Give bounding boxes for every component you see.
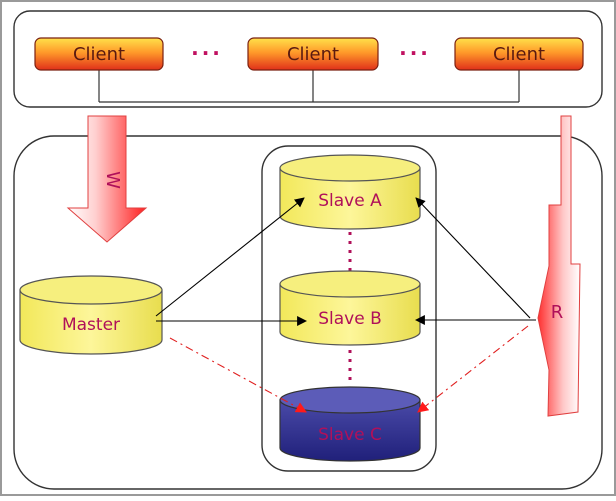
slave-c-database: Slave C: [279, 386, 421, 462]
client-ellipsis-1: ···: [191, 41, 223, 65]
client-box-1: Client: [34, 37, 164, 71]
replication-arrows: [155, 197, 307, 413]
client-box-2: Client: [247, 37, 379, 71]
read-arrow: R: [537, 115, 581, 417]
client-label-1: Client: [73, 44, 125, 65]
master-to-slave-a-arrow: [155, 197, 305, 317]
write-arrow: W: [66, 115, 148, 243]
write-label: W: [102, 171, 123, 189]
slave-b-label: Slave B: [318, 309, 382, 329]
read-label: R: [551, 302, 564, 323]
slave-b-database: Slave B: [279, 270, 421, 346]
client-ellipsis-2: ···: [399, 41, 431, 65]
read-to-slave-c-arrow: [417, 325, 529, 413]
master-database: Master: [19, 275, 163, 355]
slave-c-label: Slave C: [318, 425, 382, 445]
read-distribution-arrows: [415, 197, 536, 413]
slave-a-label: Slave A: [318, 191, 382, 211]
read-to-slave-a-arrow: [415, 197, 531, 319]
slave-a-database: Slave A: [279, 154, 421, 230]
client-bus: [98, 68, 520, 103]
master-to-slave-c-arrow: [169, 337, 307, 413]
client-label-2: Client: [287, 44, 339, 65]
client-box-3: Client: [454, 37, 584, 71]
master-label: Master: [62, 315, 120, 335]
client-label-3: Client: [493, 44, 545, 65]
